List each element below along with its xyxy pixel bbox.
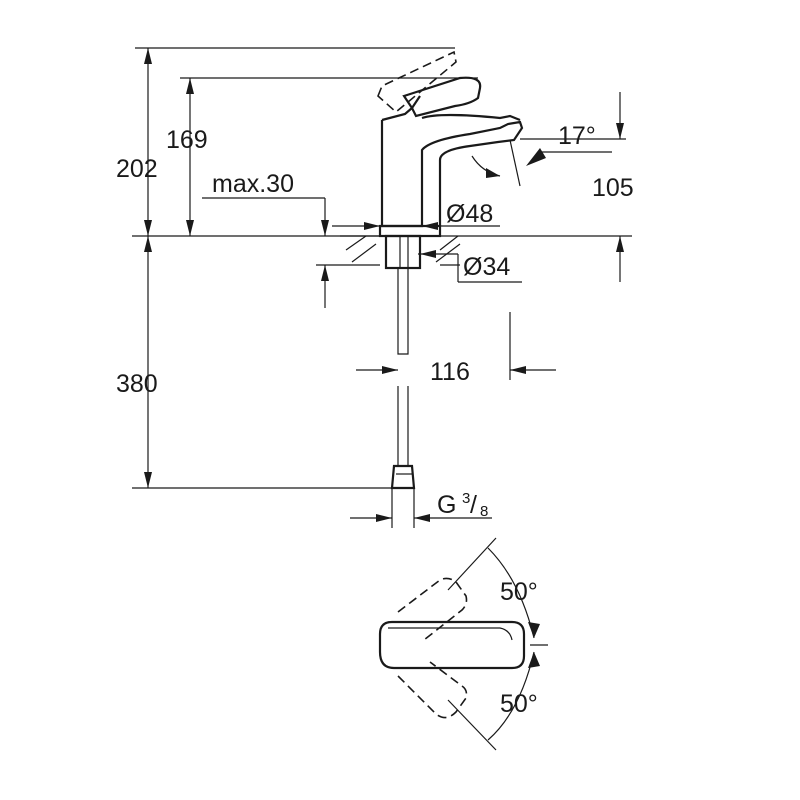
faucet-body [377,50,524,528]
dimension-380-label: 380 [116,370,158,398]
dimension-d48: Ø48 [332,200,500,230]
deck-hatch [340,235,461,266]
dimension-169: 169 [166,77,478,236]
dimension-380: 380 [116,236,392,489]
dimension-d34: Ø34 [418,250,522,283]
dimension-g-den: 8 [480,503,488,520]
dimension-202-label: 202 [116,155,158,183]
dimension-105-label: 105 [592,174,634,202]
dimension-g-num: 3 [462,490,470,507]
dimension-17deg-label: 17° [558,122,596,150]
dimension-d48-label: Ø48 [446,200,493,228]
dimension-g38: G 3 / 8 [350,490,492,522]
dimension-116: 116 [356,312,556,386]
dimension-116-label: 116 [430,358,470,386]
dimension-max30-label: max.30 [212,170,294,198]
fraction-slash: / [470,491,477,519]
dimension-max30: max.30 [202,170,380,308]
dimension-d34-label: Ø34 [463,253,510,281]
lever-top-view: 50° 50° [378,537,548,751]
dimension-g-label: G [437,491,456,519]
lever-angle-top-label: 50° [500,578,538,606]
dimension-202: 202 [116,47,455,236]
dimension-169-label: 169 [166,126,208,154]
dimension-spout: 17° 105 [471,92,634,282]
lever-angle-bottom-label: 50° [500,690,538,718]
